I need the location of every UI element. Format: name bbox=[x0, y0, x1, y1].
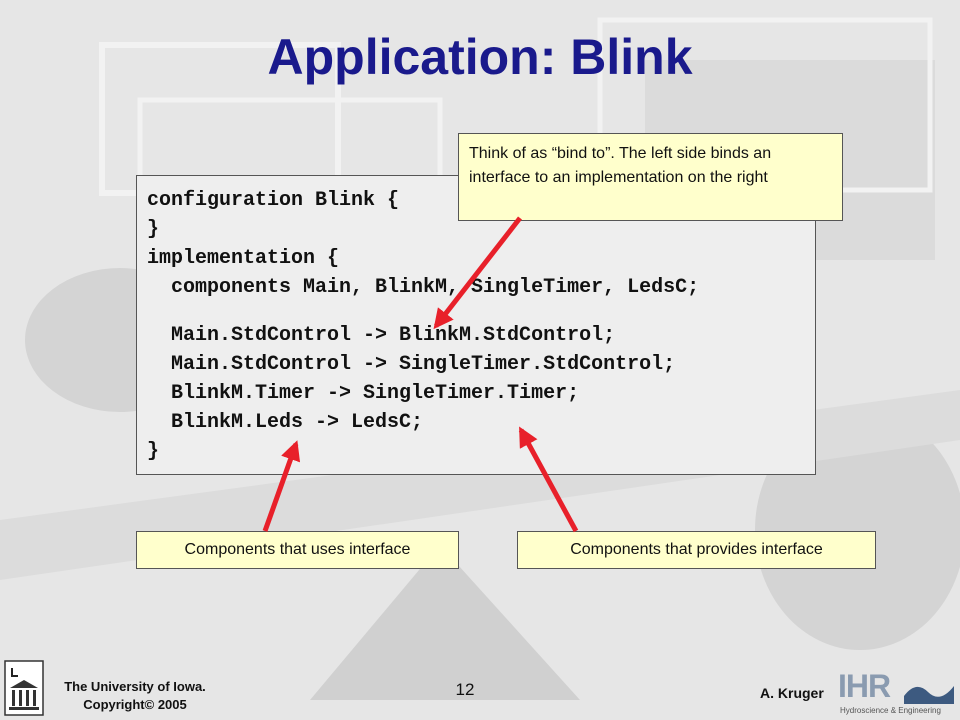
author-name: A. Kruger bbox=[760, 685, 824, 701]
code-line: Main.StdControl -> SingleTimer.StdContro… bbox=[147, 353, 676, 376]
ihr-logo-subtitle: Hydroscience & Engineering bbox=[840, 706, 941, 715]
code-line: } bbox=[147, 218, 160, 241]
page-number: 12 bbox=[455, 680, 475, 699]
ihr-logo-text: IHR bbox=[838, 668, 891, 704]
code-line: BlinkM.Leds -> LedsC; bbox=[147, 411, 424, 434]
code-line: } bbox=[147, 440, 160, 463]
bind-note-callout: Think of as “bind to”. The left side bin… bbox=[458, 133, 843, 221]
uses-interface-callout: Components that uses interface bbox=[136, 531, 459, 569]
footer-university: The University of Iowa. bbox=[64, 679, 206, 694]
code-line: BlinkM.Timer -> SingleTimer.Timer; bbox=[147, 382, 580, 405]
code-line: Main.StdControl -> BlinkM.StdControl; bbox=[147, 324, 616, 347]
footer-copyright: Copyright© 2005 bbox=[83, 697, 187, 712]
ihr-logo: IHR Hydroscience & Engineering bbox=[838, 668, 956, 718]
university-logo bbox=[4, 660, 44, 716]
code-line: implementation { bbox=[147, 247, 340, 270]
code-line: components Main, BlinkM, SingleTimer, Le… bbox=[147, 276, 700, 299]
provides-interface-callout: Components that provides interface bbox=[517, 531, 876, 569]
footer-affiliation: The University of Iowa. Copyright© 2005 bbox=[50, 678, 220, 714]
slide-title: Application: Blink bbox=[267, 29, 693, 85]
wave-icon bbox=[904, 686, 954, 704]
code-line: configuration Blink { bbox=[147, 189, 400, 212]
code-line-blank bbox=[147, 302, 815, 321]
